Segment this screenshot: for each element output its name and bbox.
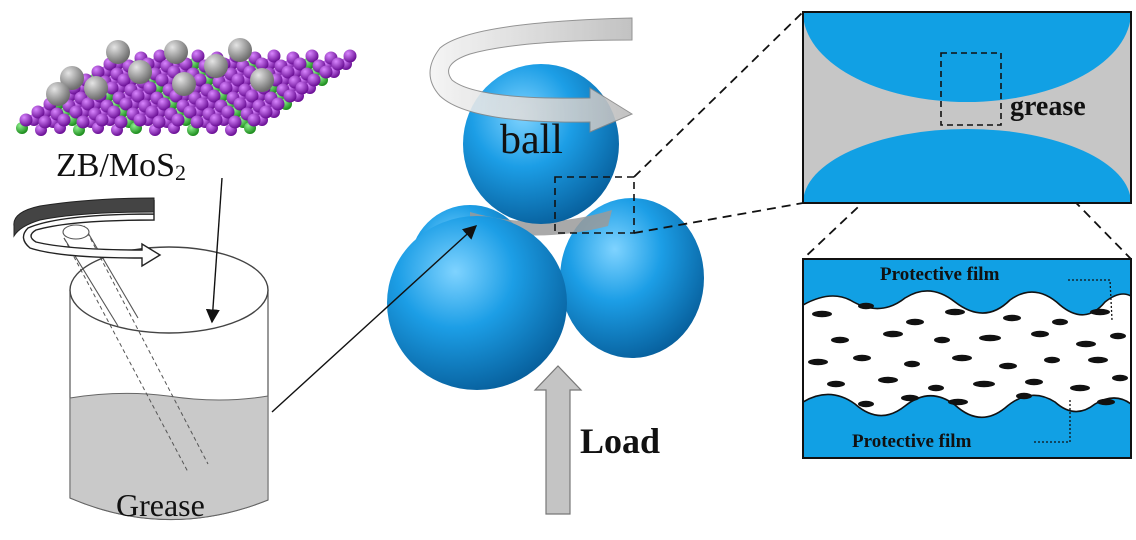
ball-right bbox=[560, 198, 704, 358]
ball-rotation-arrow-icon bbox=[429, 17, 634, 133]
additive-label: ZB/MoS2 bbox=[56, 147, 187, 185]
contact-zone-marker bbox=[554, 176, 635, 234]
stirring-rod bbox=[62, 224, 209, 473]
additive-pointer-arrow bbox=[205, 177, 223, 324]
load-label: Load bbox=[580, 421, 661, 461]
film-zoom-panel bbox=[802, 258, 1132, 459]
contact-zoom-panel bbox=[802, 11, 1132, 204]
protective-film-top-label: Protective film bbox=[880, 264, 1000, 285]
mos2-molecule-illustration bbox=[16, 38, 357, 136]
load-arrow-icon bbox=[533, 365, 583, 515]
ball-left bbox=[387, 216, 567, 390]
lubricant-particles bbox=[808, 302, 1128, 408]
ball-label: ball bbox=[500, 117, 563, 163]
grease-beaker bbox=[13, 197, 269, 521]
grease-jar-label: Grease bbox=[116, 487, 205, 523]
stirring-rotation-arrow-icon bbox=[22, 200, 162, 268]
grease-zoom-label: grease bbox=[1010, 91, 1086, 122]
four-ball-assembly bbox=[387, 17, 704, 390]
protective-film-bottom-label: Protective film bbox=[852, 431, 972, 452]
grease-pointer-arrow bbox=[271, 225, 478, 413]
